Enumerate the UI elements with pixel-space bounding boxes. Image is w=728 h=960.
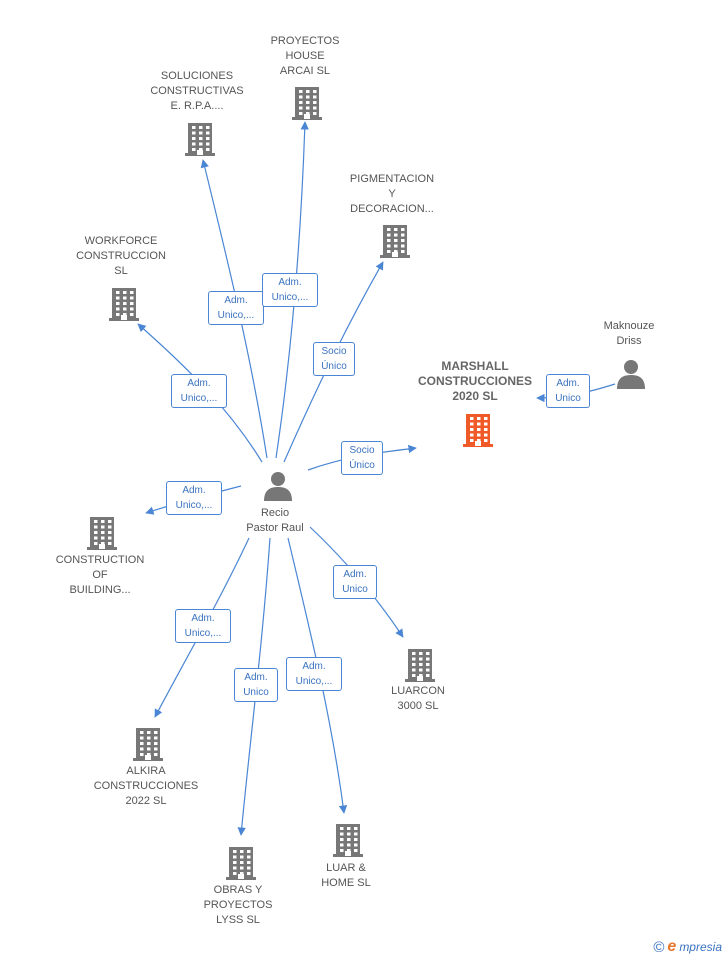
node-label-construction[interactable]: CONSTRUCTION OF BUILDING... — [55, 554, 145, 596]
node-label-soluciones[interactable]: SOLUCIONES CONSTRUCTIVAS E. R.P.A.... — [150, 70, 244, 112]
node-label-luarcon[interactable]: LUARCON 3000 SL — [391, 685, 445, 712]
copyright-icon: © — [653, 938, 665, 956]
edge-label-pigmentacion[interactable]: Socio Único — [313, 342, 355, 376]
building-icon-luar[interactable] — [332, 822, 364, 863]
edges-layer — [137, 121, 616, 836]
building-icon-proyectos[interactable] — [291, 85, 323, 126]
building-icon-workforce[interactable] — [108, 286, 140, 327]
node-label-alkira[interactable]: ALKIRA CONSTRUCCIONES 2022 SL — [93, 765, 199, 807]
building-icon-soluciones[interactable] — [184, 121, 216, 162]
edge-label-luar[interactable]: Adm. Unico,... — [286, 657, 342, 691]
edge-label-luarcon[interactable]: Adm. Unico — [333, 565, 377, 599]
node-label-workforce[interactable]: WORKFORCE CONSTRUCCION SL — [76, 235, 166, 277]
node-label-pigmentacion[interactable]: PIGMENTACION Y DECORACION... — [349, 173, 435, 215]
node-label-luar[interactable]: LUAR & HOME SL — [321, 862, 371, 889]
node-label-maknouze[interactable]: Maknouze Driss — [603, 320, 655, 347]
node-label-recio[interactable]: Recio Pastor Raul — [246, 507, 304, 534]
building-icon-construction[interactable] — [86, 515, 118, 556]
node-label-marshall[interactable]: MARSHALL CONSTRUCCIONES 2020 SL — [417, 359, 532, 403]
person-icon-maknouze — [615, 358, 647, 395]
edge-label-obras[interactable]: Adm. Unico — [234, 668, 278, 702]
edge-label-soluciones[interactable]: Adm. Unico,... — [208, 291, 264, 325]
edge-label-workforce[interactable]: Adm. Unico,... — [171, 374, 227, 408]
node-label-obras[interactable]: OBRAS Y PROYECTOS LYSS SL — [203, 884, 273, 926]
brand-logo-initial: e — [667, 938, 677, 955]
building-icon-alkira[interactable] — [132, 726, 164, 767]
person-icon-recio — [262, 470, 294, 507]
brand-logo-text: mpresia — [679, 940, 722, 954]
edge-label-construction[interactable]: Adm. Unico,... — [166, 481, 222, 515]
edge-label-marshall-recio[interactable]: Socio Único — [341, 441, 383, 475]
building-icon-luarcon[interactable] — [404, 647, 436, 688]
edge-label-alkira[interactable]: Adm. Unico,... — [175, 609, 231, 643]
edge-label-proyectos[interactable]: Adm. Unico,... — [262, 273, 318, 307]
building-icon-marshall[interactable] — [462, 412, 494, 453]
building-icon-obras[interactable] — [225, 845, 257, 886]
node-label-proyectos[interactable]: PROYECTOS HOUSE ARCAI SL — [270, 35, 340, 77]
building-icon-pigmentacion[interactable] — [379, 223, 411, 264]
edge-label-marshall-maknouze[interactable]: Adm. Unico — [546, 374, 590, 408]
